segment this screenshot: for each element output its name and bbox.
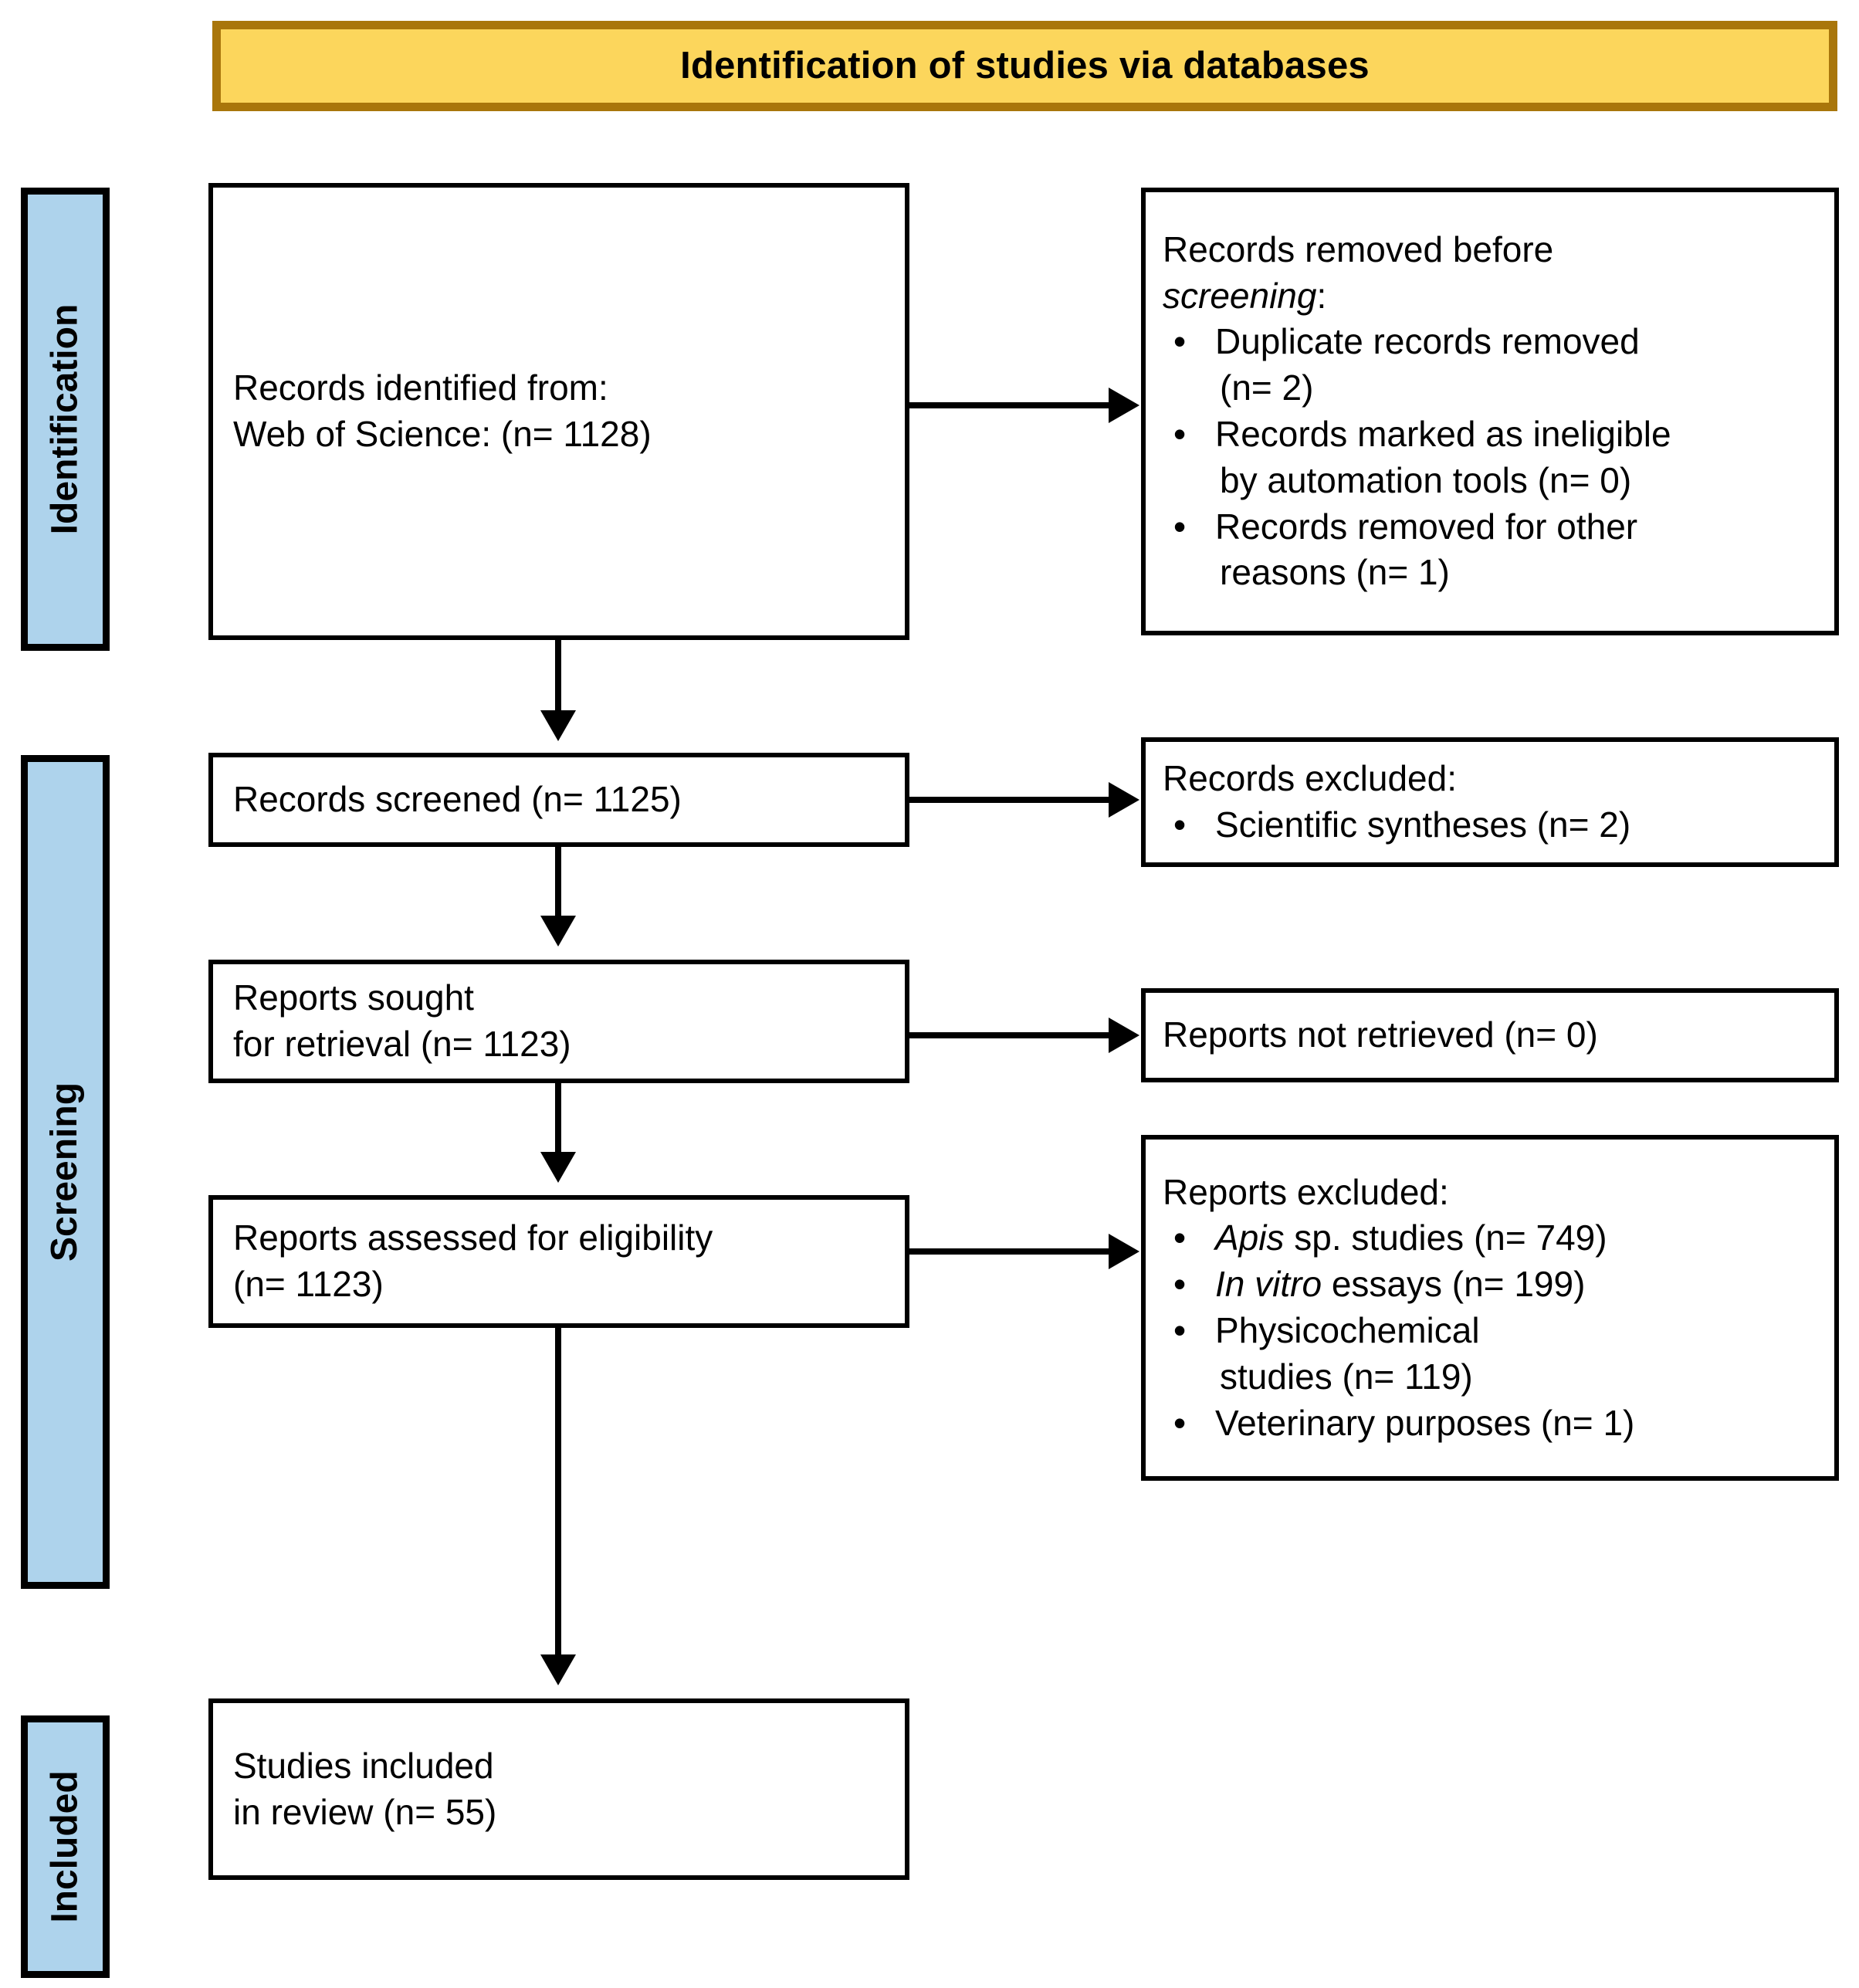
list-item: • Physicochemical studies (n= 119): [1163, 1308, 1817, 1400]
list-item-text: Scientific syntheses (n= 2): [1215, 804, 1631, 845]
node-reports-sought-line-2: for retrieval (n= 1123): [233, 1024, 571, 1064]
bullet-icon: •: [1173, 1218, 1187, 1258]
stage-bar-label-identification: Identification: [44, 303, 86, 535]
node-records-excluded: Records excluded: • Scientific syntheses…: [1141, 737, 1839, 867]
bullet-icon: •: [1173, 1264, 1187, 1305]
node-records-removed-before-screening: Records removed before screening: • Dupl…: [1141, 188, 1839, 635]
list-item: • Veterinary purposes (n= 1): [1163, 1400, 1817, 1447]
node-reports-excluded-bullet-list: • Apis sp. studies (n= 749) • In vitro e…: [1163, 1215, 1817, 1446]
list-item: • Duplicate records removed (n= 2): [1163, 319, 1817, 411]
node-records-removed-heading: Records removed before screening:: [1163, 227, 1817, 320]
node-reports-assessed-line-1: Reports assessed for eligibility: [233, 1218, 713, 1258]
arrowhead-assessed-to-included: [540, 1654, 576, 1685]
node-records-screened: Records screened (n= 1125): [208, 753, 909, 847]
list-item: • Records removed for other reasons (n= …: [1163, 504, 1817, 597]
list-item: • Records marked as ineligible by automa…: [1163, 411, 1817, 504]
bullet-icon: •: [1173, 506, 1187, 547]
list-item-text: Records removed for other: [1215, 506, 1638, 547]
phase-banner-identification: Identification of studies via databases: [212, 21, 1837, 111]
node-reports-not-retrieved-line-1: Reports not retrieved (n= 0): [1163, 1014, 1598, 1055]
node-reports-assessed-for-eligibility: Reports assessed for eligibility (n= 112…: [208, 1195, 909, 1328]
bullet-icon: •: [1173, 321, 1187, 362]
connector-identified-to-removed: [909, 402, 1109, 408]
node-records-excluded-heading: Records excluded:: [1163, 758, 1457, 799]
arrowhead-assessed-to-reports-excluded: [1109, 1234, 1139, 1269]
stage-bar-label-screening: Screening: [44, 1082, 86, 1262]
bullet-icon: •: [1173, 1310, 1187, 1350]
node-reports-assessed-line-2: (n= 1123): [233, 1264, 384, 1304]
bullet-icon: •: [1173, 804, 1187, 845]
node-reports-not-retrieved: Reports not retrieved (n= 0): [1141, 988, 1839, 1082]
node-reports-sought-for-retrieval: Reports sought for retrieval (n= 1123): [208, 960, 909, 1083]
node-records-removed-heading-part1: Records removed before: [1163, 229, 1554, 269]
node-records-identified-line-1: Records identified from:: [233, 367, 608, 408]
list-item-text: sp. studies (n= 749): [1284, 1218, 1607, 1258]
node-studies-included-line-1: Studies included: [233, 1745, 494, 1786]
node-records-removed-bullet-list: • Duplicate records removed (n= 2) • Rec…: [1163, 319, 1817, 596]
arrowhead-sought-to-not-retrieved: [1109, 1018, 1139, 1053]
node-records-screened-line-1: Records screened (n= 1125): [233, 779, 682, 820]
list-item-text: Physicochemical: [1215, 1310, 1480, 1350]
arrowhead-sought-to-assessed: [540, 1152, 576, 1183]
list-item: • Scientific syntheses (n= 2): [1163, 802, 1817, 848]
connector-screened-to-sought: [555, 847, 561, 923]
node-records-identified-line-2: Web of Science: (n= 1128): [233, 414, 652, 454]
list-item: • In vitro essays (n= 199): [1163, 1262, 1817, 1308]
list-item-continuation: reasons (n= 1): [1220, 552, 1450, 593]
list-item-text: Duplicate records removed: [1215, 321, 1640, 362]
connector-identified-to-screened: [555, 640, 561, 717]
list-item-continuation: by automation tools (n= 0): [1220, 459, 1632, 500]
list-item: • Apis sp. studies (n= 749): [1163, 1215, 1817, 1262]
node-records-identified: Records identified from: Web of Science:…: [208, 183, 909, 640]
node-studies-included-line-2: in review (n= 55): [233, 1791, 497, 1832]
connector-screened-to-excluded: [909, 797, 1109, 803]
list-item-text: Veterinary purposes (n= 1): [1215, 1402, 1635, 1443]
bullet-icon: •: [1173, 414, 1187, 454]
stage-bar-identification: Identification: [21, 188, 110, 651]
node-reports-excluded: Reports excluded: • Apis sp. studies (n=…: [1141, 1135, 1839, 1481]
list-item-text: essays (n= 199): [1322, 1264, 1586, 1305]
arrowhead-identified-to-screened: [540, 710, 576, 741]
list-item-continuation: studies (n= 119): [1220, 1356, 1473, 1397]
connector-assessed-to-included: [555, 1328, 561, 1661]
list-item-italic: Apis: [1215, 1218, 1285, 1258]
node-records-removed-heading-italic: screening: [1163, 275, 1317, 316]
node-reports-sought-line-1: Reports sought: [233, 977, 474, 1018]
bullet-icon: •: [1173, 1402, 1187, 1443]
list-item-continuation: (n= 2): [1220, 367, 1314, 408]
list-item-text: Records marked as ineligible: [1215, 414, 1671, 454]
node-reports-excluded-heading: Reports excluded:: [1163, 1171, 1449, 1212]
list-item-italic: In vitro: [1215, 1264, 1322, 1305]
node-studies-included-in-review: Studies included in review (n= 55): [208, 1698, 909, 1880]
node-records-removed-heading-part2: :: [1316, 275, 1327, 316]
stage-bar-included: Included: [21, 1715, 110, 1978]
connector-assessed-to-reports-excluded: [909, 1248, 1109, 1255]
arrowhead-screened-to-sought: [540, 916, 576, 947]
arrowhead-identified-to-removed: [1109, 388, 1139, 423]
stage-bar-label-included: Included: [44, 1770, 86, 1923]
stage-bar-screening: Screening: [21, 755, 110, 1589]
connector-sought-to-assessed: [555, 1083, 561, 1159]
connector-sought-to-not-retrieved: [909, 1032, 1109, 1038]
phase-banner-label: Identification of studies via databases: [680, 44, 1370, 86]
arrowhead-screened-to-excluded: [1109, 782, 1139, 818]
node-records-excluded-bullet-list: • Scientific syntheses (n= 2): [1163, 802, 1817, 848]
